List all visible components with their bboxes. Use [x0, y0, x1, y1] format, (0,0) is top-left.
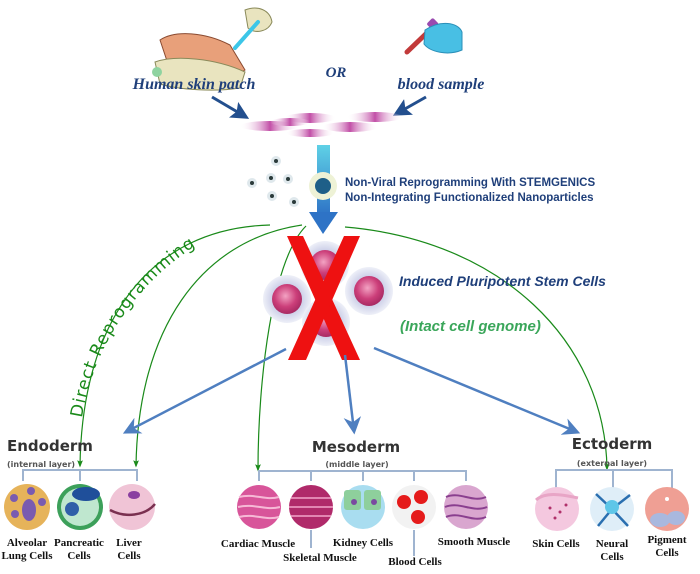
- ipsc-label: Induced Pluripotent Stem Cells: [399, 273, 606, 289]
- neural-cells-label-2: Cells: [600, 551, 624, 563]
- germ-layer-brackets: [22, 469, 673, 556]
- smooth-muscle-label: Smooth Muscle: [438, 536, 511, 548]
- method-line-2: Non-Integrating Functionalized Nanoparti…: [345, 192, 594, 204]
- pigment-cells-label-2: Cells: [655, 547, 679, 559]
- ipsc-note: (Intact cell genome): [400, 318, 541, 335]
- kidney-cells-label: Kidney Cells: [333, 537, 394, 549]
- smooth-muscle-cell-icon: [444, 485, 488, 529]
- skeletal-muscle-cell-icon: [289, 485, 333, 529]
- endoderm-title: Endoderm: [7, 437, 93, 455]
- blood-cells-label: Blood Cells: [388, 556, 442, 568]
- method-line-1: Non-Viral Reprogramming With STEMGENICS: [345, 177, 595, 189]
- pigment-cells-label-1: Pigment: [647, 534, 686, 546]
- liver-cell-icon: [109, 484, 156, 530]
- kidney-cell-icon: [341, 485, 385, 529]
- liver-cells-label-2: Cells: [117, 550, 141, 562]
- mesoderm-subtitle: (middle layer): [325, 460, 388, 469]
- skin-patch-illustration: [152, 7, 273, 91]
- pancreatic-cells-label-2: Cells: [67, 550, 91, 562]
- mesoderm-title: Mesoderm: [312, 438, 400, 456]
- alveolar-lung-cells-label-2: Lung Cells: [1, 550, 53, 562]
- skin-cells-label: Skin Cells: [532, 538, 580, 550]
- blood-sample-illustration: [404, 18, 463, 55]
- liver-cells-label-1: Liver: [116, 537, 142, 549]
- blood-sample-label: blood sample: [398, 76, 485, 93]
- nanoparticles: [247, 156, 299, 207]
- neural-cells-label-1: Neural: [596, 538, 628, 550]
- alveolar-lung-cells-label-1: Alveolar: [7, 537, 47, 549]
- pancreatic-cell-icon: [57, 484, 103, 530]
- ectoderm-title: Ectoderm: [572, 435, 653, 453]
- differentiation-arrows: [122, 346, 581, 435]
- blood-to-fibroblast-arrow: [392, 95, 427, 116]
- pancreatic-cells-label-1: Pancreatic: [54, 537, 104, 549]
- skin-to-fibroblast-arrow: [211, 95, 250, 119]
- pigment-cell-icon: [645, 487, 689, 531]
- skin-patch-label: Human skin patch: [132, 76, 256, 93]
- neural-cell-icon: [590, 487, 634, 531]
- or-label: OR: [326, 65, 347, 81]
- direct-reprogramming-label: Direct Reprogramming: [67, 233, 199, 419]
- alveolar-lung-cell-icon: [4, 484, 50, 530]
- ectoderm-subtitle: (external layer): [577, 459, 647, 468]
- fibroblast-cells: [240, 112, 403, 137]
- cross-out-x-icon: [287, 236, 360, 360]
- blood-cell-icon: [392, 485, 436, 529]
- cardiac-muscle-cell-icon: [237, 485, 281, 529]
- endoderm-subtitle: (internal layer): [7, 460, 75, 469]
- skeletal-muscle-label: Skeletal Muscle: [283, 552, 357, 564]
- reprogramming-arrow: [309, 145, 338, 234]
- cardiac-muscle-label: Cardiac Muscle: [221, 538, 295, 550]
- skin-cell-icon: [535, 487, 579, 531]
